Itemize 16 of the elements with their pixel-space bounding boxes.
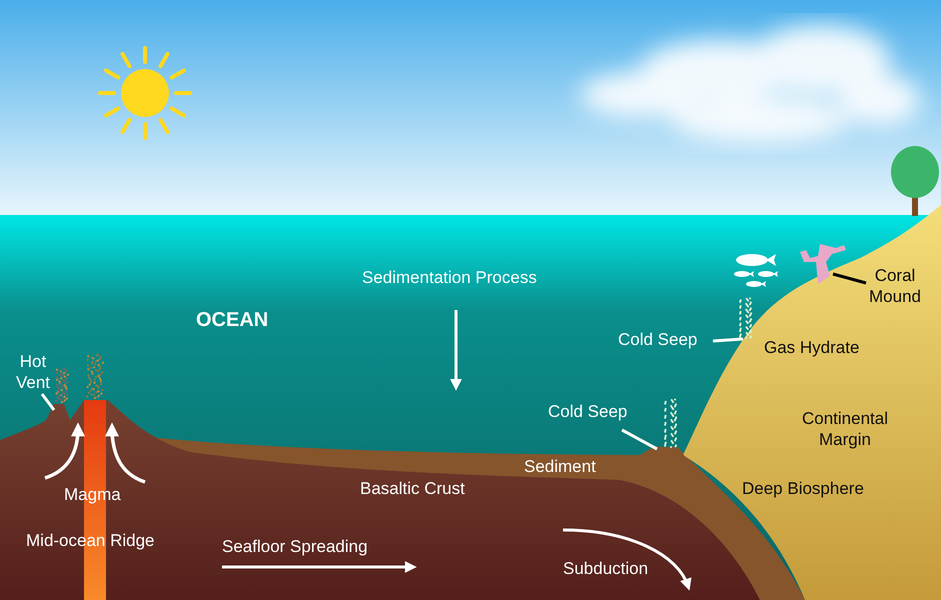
region-label: Deep Biosphere — [742, 478, 864, 499]
region-label: Continental Margin — [800, 408, 889, 450]
leader-line — [712, 338, 744, 342]
region-label: Subduction — [563, 558, 648, 579]
region-title: OCEAN — [196, 310, 268, 331]
region-label: Sedimentation Process — [362, 267, 537, 288]
leader-line — [40, 393, 56, 411]
callout-label: Coral Mound — [862, 265, 928, 307]
leader-line — [832, 272, 866, 284]
callout-label: Cold Seep — [548, 401, 628, 422]
region-label: Seafloor Spreading — [222, 536, 368, 557]
callout-label: Cold Seep — [618, 329, 698, 350]
region-label: Gas Hydrate — [764, 337, 860, 358]
callout-label: Hot Vent — [12, 351, 54, 393]
region-label: Basaltic Crust — [360, 478, 465, 499]
region-label: Sediment — [524, 456, 596, 477]
